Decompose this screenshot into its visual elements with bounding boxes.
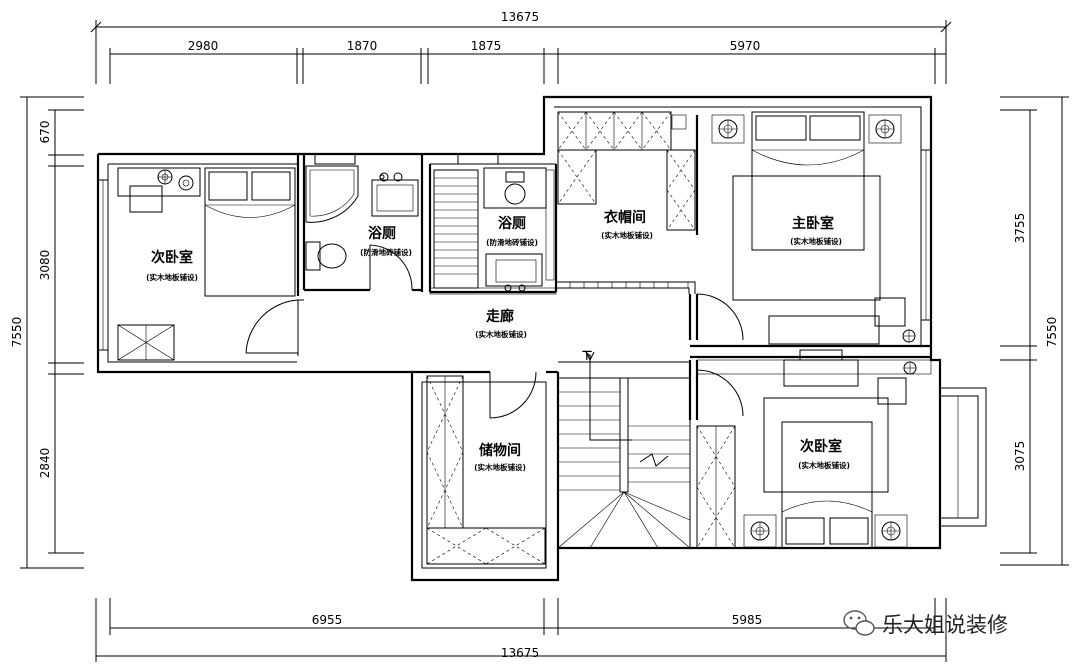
dim-top-seg-4: 5970	[730, 39, 761, 53]
windows	[97, 149, 987, 527]
floor-note-master-bedroom: (实木地板铺设)	[790, 236, 842, 246]
floor-note-bathroom-2: (防滑地砖铺设)	[486, 237, 538, 247]
floor-note-closet: (实木地板铺设)	[601, 230, 653, 240]
wechat-icon	[843, 610, 875, 636]
dim-right-total: 7550	[1045, 317, 1059, 348]
room-label-bedroom-left: 次卧室	[151, 249, 193, 266]
threshold-strip	[429, 281, 689, 295]
room-label-master-bedroom: 主卧室	[792, 215, 834, 232]
doors	[245, 244, 744, 419]
dim-right-seg-2: 3075	[1013, 441, 1027, 472]
dim-left-seg-3: 2840	[38, 448, 52, 479]
dim-top-seg-3: 1875	[471, 39, 502, 53]
room-label-closet: 衣帽间	[604, 209, 646, 226]
dim-left-seg-2: 3080	[38, 250, 52, 281]
dim-top-seg-1: 2980	[188, 39, 219, 53]
room-label-bathroom-2: 浴厕	[498, 215, 526, 232]
dim-bottom-seg-2: 5985	[732, 613, 763, 627]
staircase	[557, 351, 691, 549]
stair-direction-label: 下	[582, 350, 592, 362]
floor-note-bathroom-1: (防滑地砖铺设)	[360, 247, 412, 257]
dim-top-seg-2: 1870	[347, 39, 378, 53]
floor-note-bedroom-left: (实木地板铺设)	[146, 272, 198, 282]
room-label-corridor: 走廊	[486, 308, 514, 325]
dim-top-total: 13675	[501, 10, 539, 24]
floor-note-corridor: (实木地板铺设)	[475, 329, 527, 339]
dim-left-total: 7550	[10, 317, 24, 348]
dim-bottom-seg-1: 6955	[312, 613, 343, 627]
floor-note-storage: (实木地板铺设)	[474, 462, 526, 472]
floor-note-bedroom-right: (实木地板铺设)	[798, 460, 850, 470]
room-label-bathroom-1: 浴厕	[368, 225, 396, 242]
watermark-text: 乐大姐说装修	[882, 613, 1008, 637]
room-label-storage: 储物间	[478, 442, 521, 459]
room-label-bedroom-right: 次卧室	[800, 438, 842, 455]
dim-right-seg-1: 3755	[1013, 213, 1027, 244]
dimension-lines	[20, 20, 1069, 662]
dim-left-seg-1: 670	[38, 121, 52, 144]
dim-bottom-total: 13675	[501, 646, 539, 660]
